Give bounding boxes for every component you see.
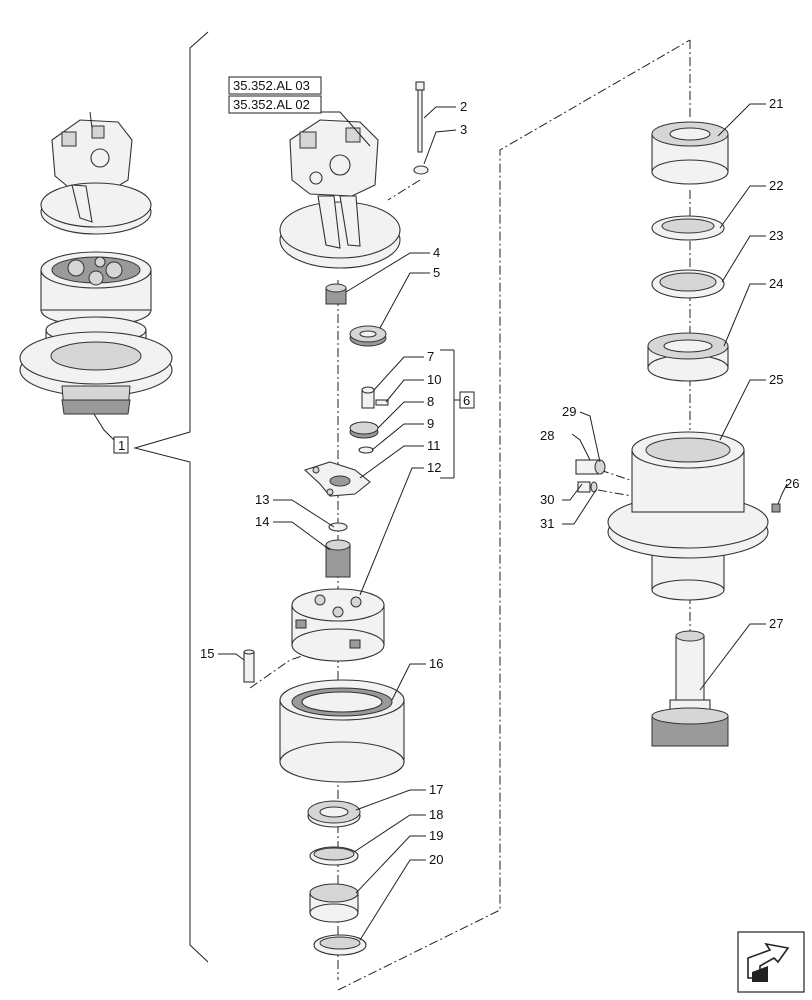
- seal-ring: [309, 846, 359, 866]
- part-number: 27: [769, 616, 783, 631]
- part-number: 13: [255, 492, 269, 507]
- part-number: 15: [200, 646, 214, 661]
- sun-gear-2: [325, 539, 351, 578]
- part-number: 19: [429, 828, 443, 843]
- reference-box-2[interactable]: 35.352.AL 02: [228, 95, 322, 114]
- part-number: 28: [540, 428, 554, 443]
- part-number: 24: [769, 276, 783, 291]
- roller-bearing: [309, 883, 359, 923]
- group-number: 1: [118, 438, 125, 453]
- part-number: 5: [433, 265, 440, 280]
- swing-motor: [279, 119, 401, 269]
- retaining-ring: [313, 934, 367, 956]
- seal-23: [651, 269, 725, 299]
- fitting-30: [577, 481, 598, 493]
- group-label-6: 6: [459, 391, 475, 409]
- group-label-1: 1: [113, 436, 129, 454]
- part-number-labels: 2 3 4 5 7 8 9 10 11 12 13 14 15 16 17 18…: [200, 96, 799, 867]
- part-number: 7: [427, 349, 434, 364]
- assembled-swing-motor: [19, 111, 173, 415]
- thrust-washer: [358, 446, 374, 454]
- sun-gear: [325, 283, 347, 305]
- group-number: 6: [463, 393, 470, 408]
- part-number: 3: [460, 122, 467, 137]
- planet-pin: [361, 386, 375, 409]
- group-bracket: [133, 31, 209, 963]
- leader-lines: [93, 103, 788, 941]
- planet-carrier: [303, 461, 371, 497]
- part-number: 16: [429, 656, 443, 671]
- part-number: 25: [769, 372, 783, 387]
- reference-label: 35.352.AL 03: [233, 78, 310, 93]
- part-number: 10: [427, 372, 441, 387]
- collar-24: [647, 332, 729, 382]
- part-number: 22: [769, 178, 783, 193]
- part-number: 11: [427, 438, 441, 453]
- shaft-27: [651, 630, 729, 747]
- part-number: 26: [785, 476, 799, 491]
- spring-pin: [375, 399, 389, 406]
- part-number: 9: [427, 416, 434, 431]
- part-number: 30: [540, 492, 554, 507]
- plug-26: [771, 503, 781, 513]
- bolt: [415, 81, 425, 153]
- part-number: 8: [427, 394, 434, 409]
- housing-25: [607, 431, 769, 601]
- shim-22: [651, 215, 725, 241]
- snap-ring: [328, 522, 348, 532]
- part-number: 23: [769, 228, 783, 243]
- part-number: 12: [427, 460, 441, 475]
- bearing: [307, 800, 361, 828]
- part-number: 20: [429, 852, 443, 867]
- planetary-carrier: [291, 588, 385, 662]
- part-number: 21: [769, 96, 783, 111]
- reference-label: 35.352.AL 02: [233, 97, 310, 112]
- reference-box-1[interactable]: 35.352.AL 03: [228, 76, 322, 95]
- fitting-28: [575, 459, 606, 475]
- dowel-pin: [243, 649, 255, 683]
- washer: [413, 165, 429, 175]
- part-number: 17: [429, 782, 443, 797]
- part-number: 18: [429, 807, 443, 822]
- part-number: 29: [562, 404, 576, 419]
- part-number: 14: [255, 514, 269, 529]
- planet-gear: [349, 325, 387, 347]
- part-number: 4: [433, 245, 440, 260]
- part-number: 2: [460, 99, 467, 114]
- bearing-21: [651, 121, 729, 185]
- arrow-icon[interactable]: [737, 931, 805, 993]
- ring-gear: [279, 679, 405, 783]
- planet-gear-2: [349, 421, 379, 439]
- part-number: 31: [540, 516, 554, 531]
